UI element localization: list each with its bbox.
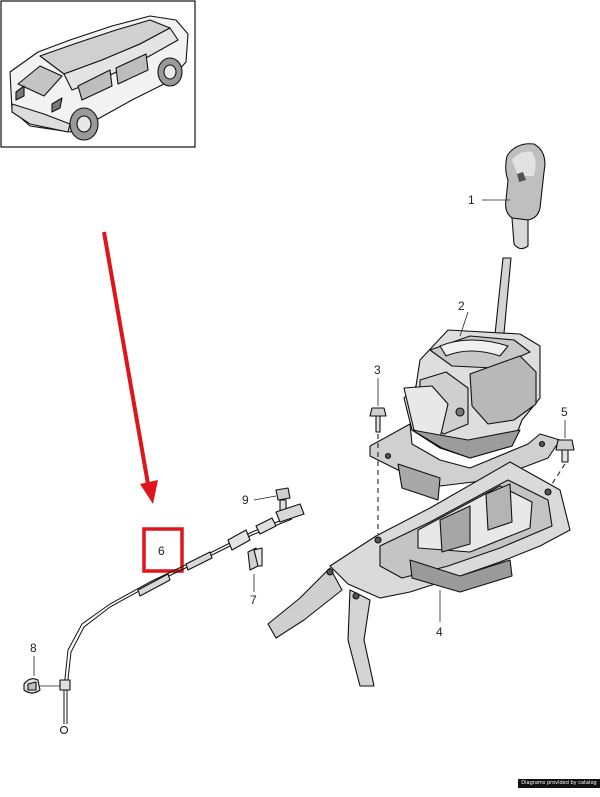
credit-label: Diagrams provided by catalog parts	[518, 779, 600, 795]
red-arrow-icon	[102, 231, 158, 504]
part-5-screw[interactable]	[555, 439, 575, 463]
callout-5: 5	[561, 405, 568, 419]
callout-6: 6	[158, 544, 165, 558]
callout-8: 8	[30, 641, 37, 655]
callout-3: 3	[374, 363, 381, 377]
callout-2: 2	[458, 299, 465, 313]
part-3-screw[interactable]	[369, 407, 387, 433]
part-2-selector-housing[interactable]	[369, 257, 561, 501]
part-8-clip[interactable]	[23, 678, 41, 694]
callout-7: 7	[250, 593, 257, 607]
vehicle-thumbnail[interactable]	[0, 0, 196, 148]
highlight-box[interactable]	[142, 527, 184, 573]
part-9-bolt[interactable]	[275, 487, 305, 523]
part-1-shift-knob[interactable]	[505, 143, 546, 250]
callout-1: 1	[468, 193, 475, 207]
callout-9: 9	[242, 493, 249, 507]
callout-4: 4	[436, 625, 443, 639]
part-7-retaining-clip[interactable]	[247, 547, 263, 571]
suv-outline-icon	[9, 15, 189, 141]
part-6-selector-cable[interactable]	[59, 515, 293, 735]
part-4-mounting-bracket[interactable]	[267, 461, 571, 687]
